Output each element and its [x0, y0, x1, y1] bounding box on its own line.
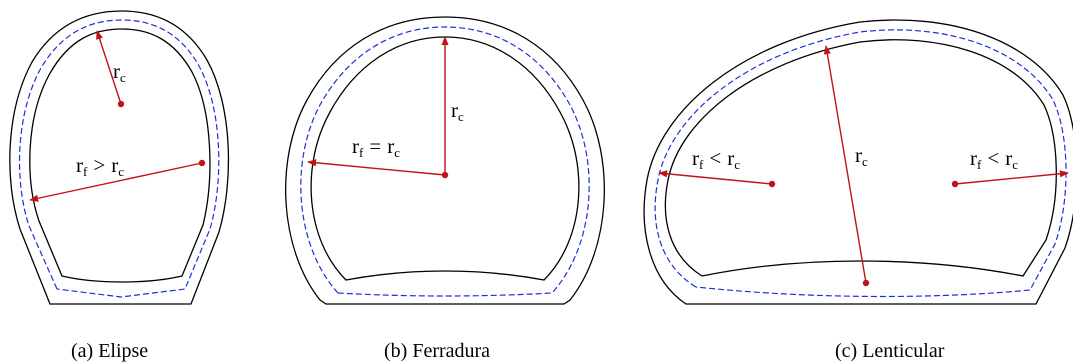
caption-horseshoe: (b) Ferradura: [384, 340, 490, 362]
lenticular-dashed-line: [654, 29, 1067, 298]
caption-ellipse: (a) Elipse: [71, 340, 148, 362]
lenticular-right-rf-lt-rc-label: rf<rc: [970, 146, 1018, 172]
ellipse-rf-gt-rc-label: rf>rc: [76, 153, 124, 179]
lenticular-crown-center-point: [862, 279, 870, 287]
section-ellipse: rc rf>rc: [9, 10, 230, 305]
lenticular-right-radius-arrow: [954, 170, 1069, 185]
lenticular-crown-radius-arrow: [823, 45, 867, 284]
ellipse-crown-radius-arrow: [96, 30, 122, 105]
lenticular-left-radius-arrow: [658, 170, 773, 185]
ellipse-rc-label: rc: [113, 59, 126, 85]
ellipse-side-center-point: [198, 159, 206, 167]
lenticular-rc-label: rc: [855, 143, 868, 169]
lenticular-outer-outline: [643, 19, 1073, 305]
lenticular-left-center-point: [768, 180, 776, 188]
lenticular-inner-outline: [664, 39, 1057, 277]
caption-lenticular: (c) Lenticular: [835, 340, 945, 362]
lenticular-left-rf-lt-rc-label: rf<rc: [692, 146, 740, 172]
ellipse-side-radius-arrow: [29, 162, 203, 202]
horseshoe-rf-eq-rc-label: rf=rc: [352, 134, 400, 160]
ellipse-crown-center-point: [117, 100, 125, 108]
horseshoe-dashed-line: [300, 26, 590, 297]
horseshoe-rc-label: rc: [451, 98, 464, 124]
section-horseshoe: rc rf=rc: [285, 16, 605, 305]
horseshoe-inner-outline: [310, 36, 580, 281]
lenticular-right-center-point: [951, 180, 959, 188]
ellipse-outer-outline: [9, 10, 230, 305]
horseshoe-side-radius-arrow: [307, 159, 446, 176]
section-lenticular: rc rf<rc rf<rc: [643, 19, 1073, 305]
ellipse-inner-outline: [29, 28, 211, 283]
horseshoe-outer-outline: [285, 16, 605, 305]
